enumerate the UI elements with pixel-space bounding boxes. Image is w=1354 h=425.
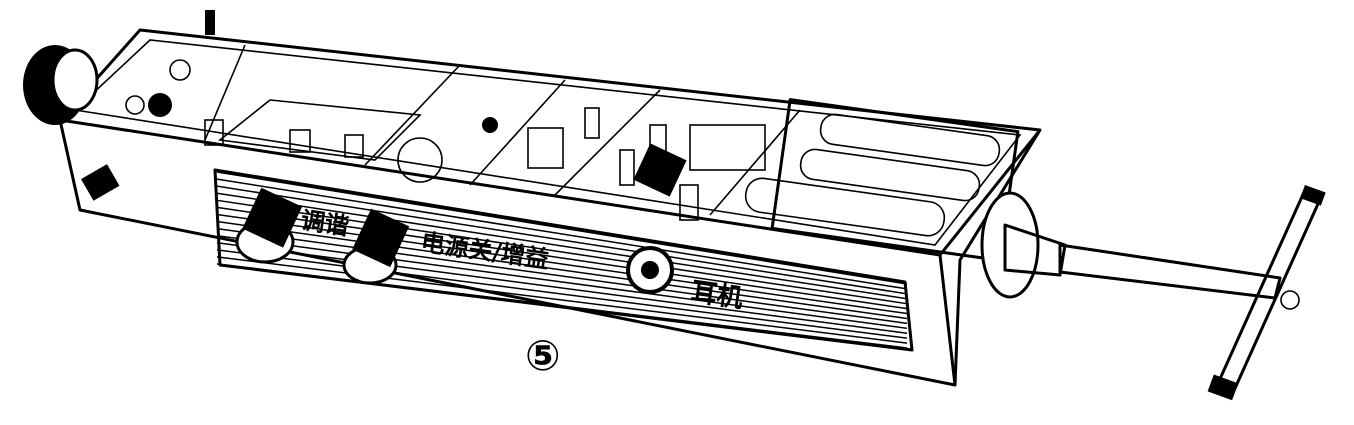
figure-number: ⑤ — [525, 331, 561, 380]
grille-stripe — [216, 234, 908, 330]
antenna-rod[interactable] — [1058, 185, 1326, 401]
grille-stripe — [216, 249, 908, 339]
grille-stripe — [216, 242, 908, 334]
grille-stripe — [216, 171, 908, 285]
grille-stripe — [216, 178, 908, 290]
side-knob[interactable] — [23, 45, 99, 125]
front-panel — [213, 168, 914, 352]
grille-stripe — [216, 227, 908, 325]
grille-stripe — [216, 263, 908, 349]
compartment-dividers — [204, 44, 801, 216]
grille-stripe — [216, 256, 908, 344]
internal-components — [125, 59, 766, 221]
antenna-mount — [980, 191, 1067, 299]
enclosure — [58, 28, 1042, 387]
grille-stripe — [216, 220, 908, 320]
grille-stripe — [216, 185, 908, 295]
grille-stripe — [216, 192, 908, 300]
terminal-screw — [81, 10, 215, 201]
grille-stripe — [216, 213, 908, 315]
power-gain-knob[interactable] — [342, 208, 410, 285]
grille-stripe — [216, 199, 908, 305]
label-tuning: 调谐 — [299, 206, 350, 240]
grille-stripe — [216, 206, 908, 310]
label-earphone: 耳机 — [689, 277, 745, 314]
earphone-jack[interactable] — [626, 246, 674, 294]
tuning-knob[interactable] — [235, 187, 303, 264]
